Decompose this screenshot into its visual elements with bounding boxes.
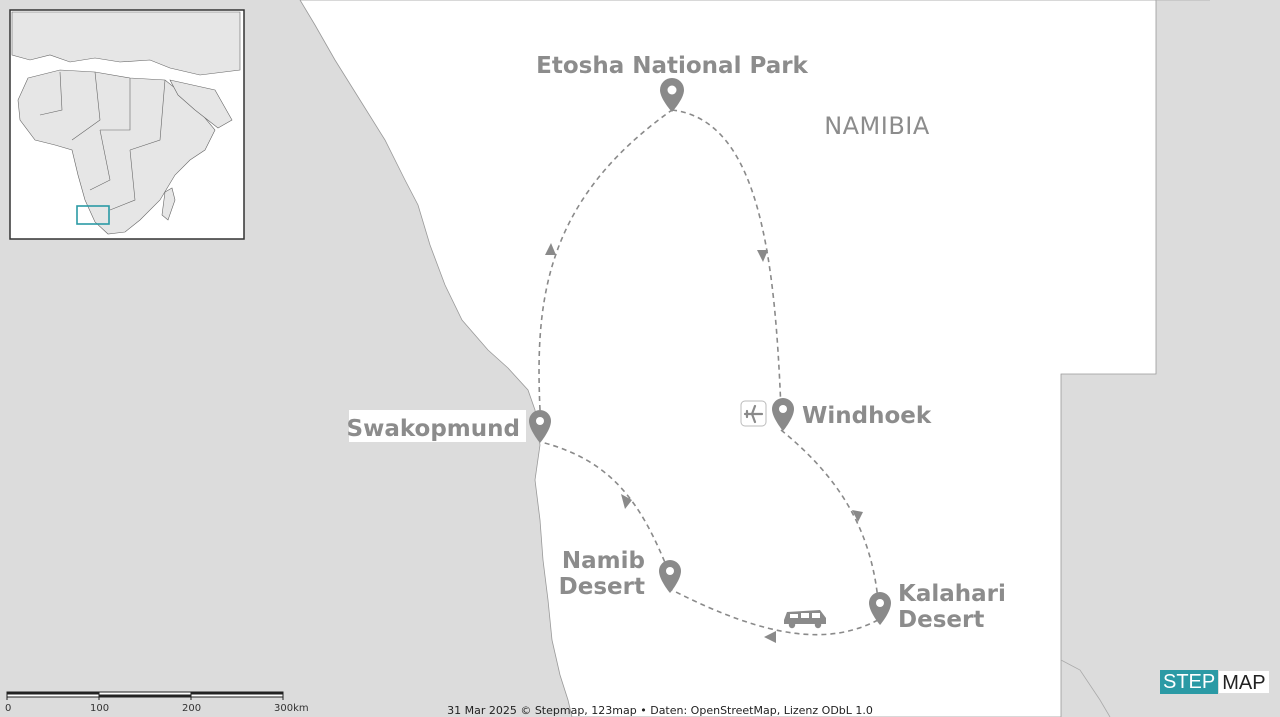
car-icon [784,610,826,629]
country-label: NAMIBIA [824,112,930,140]
stepmap-logo[interactable]: STEP MAP [1160,670,1270,694]
location-pin-icon[interactable] [529,410,551,443]
scale-tick-300: 300km [274,703,309,714]
scale-tick-0: 0 [5,703,11,714]
place-label-bg [349,410,526,442]
logo-part-map: MAP [1218,670,1270,694]
logo-part-step: STEP [1160,670,1219,694]
route-lines [538,109,879,636]
place-label-namib-line2: Desert [559,574,645,600]
place-label-swakopmund: Swakopmund [347,416,520,442]
location-pin-icon[interactable] [660,78,684,112]
location-pin-icon[interactable] [772,398,794,431]
place-label-windhoek: Windhoek [802,403,932,429]
border-line [1060,659,1111,717]
place-label-kalahari-line2: Desert [898,607,984,633]
attribution-text: 31 Mar 2025 © Stepmap, 123map • Daten: O… [447,704,873,717]
scale-tick-100: 100 [90,703,109,714]
inset-map[interactable] [9,9,245,240]
location-pin-icon[interactable] [869,592,891,625]
scale-bar: 0 100 200 300km [5,691,309,714]
scale-tick-200: 200 [182,703,201,714]
airplane-icon [740,400,767,427]
location-pin-icon[interactable] [659,560,681,593]
place-label-etosha: Etosha National Park [536,53,808,79]
inset-highlight-box [76,205,110,225]
place-label-kalahari-line1: Kalahari [898,581,1006,607]
place-label-namib-line1: Namib [562,548,645,574]
arrow-icon [545,243,863,643]
